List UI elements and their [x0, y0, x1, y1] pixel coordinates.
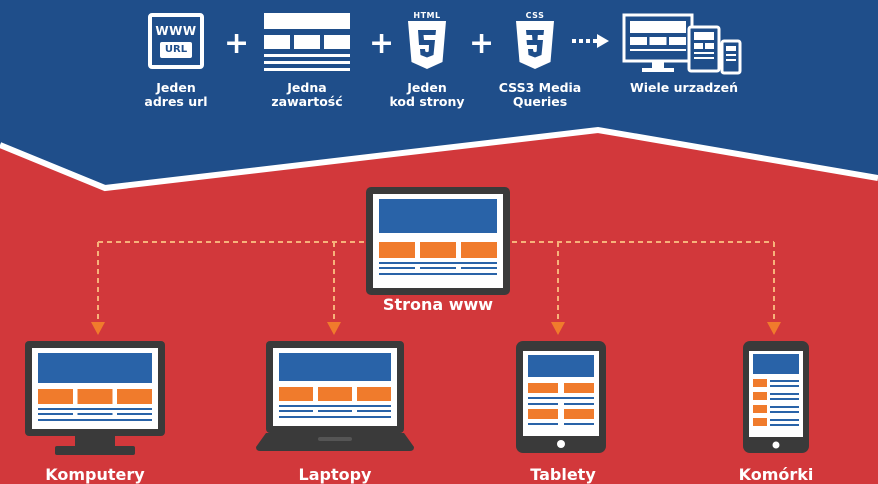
- arrow-right-icon: [572, 34, 609, 48]
- layout-icon: [264, 13, 350, 71]
- device-label-phone: Komórki: [738, 465, 814, 484]
- step-label-code: Jeden kod strony: [389, 80, 465, 109]
- step-label-media-queries: CSS3 Media Queries: [498, 80, 582, 109]
- www-url-icon: WWW URL: [148, 13, 204, 69]
- html-badge: HTML: [413, 11, 441, 20]
- url-pill: URL: [160, 42, 192, 58]
- css-badge: CSS: [525, 11, 545, 20]
- laptop-icon: [256, 341, 414, 451]
- plus-sign: +: [224, 26, 250, 61]
- www-text: WWW: [155, 24, 197, 38]
- step-label-url: Jeden adres url: [144, 80, 208, 109]
- device-label-tablet: Tablety: [530, 465, 596, 484]
- desktop-icon: [25, 341, 165, 455]
- html5-icon: [408, 21, 446, 69]
- css3-icon: [516, 21, 554, 69]
- center-label: Strona www: [382, 295, 494, 314]
- website-monitor-icon: [366, 187, 510, 295]
- step-label-content: Jedna zawartość: [271, 80, 343, 109]
- plus-sign: +: [369, 26, 395, 61]
- device-label-laptop: Laptopy: [298, 465, 372, 484]
- step-label-devices: Wiele urzadzeń: [629, 80, 739, 95]
- multi-device-icon: [622, 13, 742, 75]
- device-label-desktop: Komputery: [45, 465, 145, 484]
- tablet-icon: [516, 341, 606, 453]
- plus-sign: +: [469, 26, 495, 61]
- phone-icon: [743, 341, 809, 453]
